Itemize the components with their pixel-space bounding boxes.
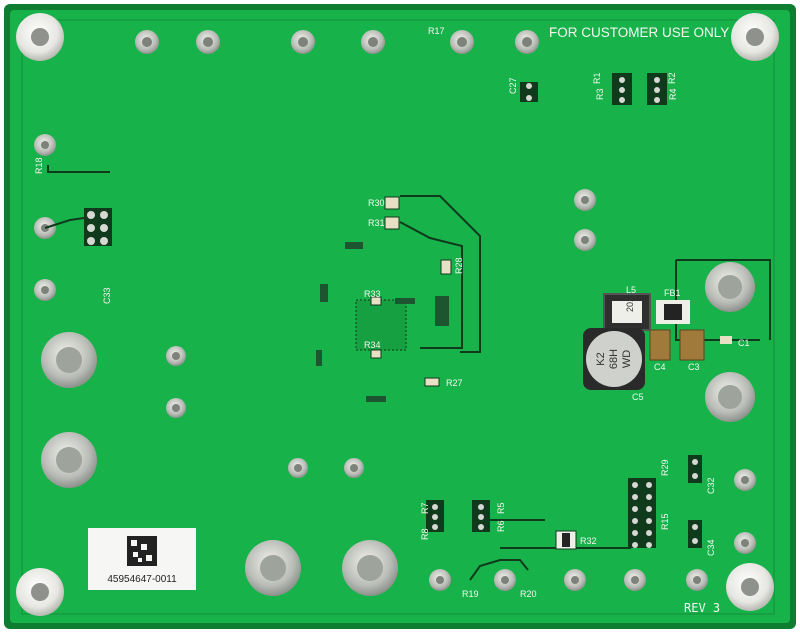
label-r31: R31 [368, 218, 385, 228]
serial-label-sticker: 45954647-0011 [88, 528, 196, 590]
label-c33: C33 [102, 287, 112, 304]
inductor-marking: K2 68H WD [595, 349, 633, 369]
label-r34: R34 [364, 340, 381, 350]
serial-label-text: 45954647-0011 [107, 574, 177, 585]
standoff-bottom-right [726, 563, 774, 611]
label-r27: R27 [446, 378, 463, 388]
standoff-bottom-left [16, 568, 64, 616]
bottom-mid-parts [426, 500, 577, 550]
header-right-column [628, 455, 702, 548]
label-c27: C27 [508, 77, 518, 94]
label-c3: C3 [688, 362, 700, 372]
svg-text:68H: 68H [608, 349, 620, 369]
header-text: FOR CUSTOMER USE ONLY [549, 25, 729, 40]
label-c5: C5 [632, 392, 644, 402]
standoff-top-left [16, 13, 64, 61]
label-r4: R4 [668, 88, 678, 100]
label-r17: R17 [428, 26, 445, 36]
label-r1: R1 [592, 72, 602, 84]
header-3x2-left [84, 208, 112, 246]
label-l5: L5 [626, 285, 636, 295]
label-r3: R3 [595, 88, 605, 100]
label-r2: R2 [667, 72, 677, 84]
svg-text:K2: K2 [595, 352, 607, 365]
board-inner-outline [21, 19, 775, 615]
label-r20: R20 [520, 589, 537, 599]
label-c32: C32 [706, 477, 716, 494]
label-r28: R28 [454, 257, 464, 274]
standoff-top-right [731, 13, 779, 61]
label-r18: R18 [34, 157, 44, 174]
label-c4: C4 [654, 362, 666, 372]
right-test-points [574, 189, 756, 554]
label-fb1: FB1 [664, 288, 681, 298]
label-r8: R8 [420, 528, 430, 540]
label-r32: R32 [580, 536, 597, 546]
label-r30: R30 [368, 198, 385, 208]
bottom-large-pads [245, 540, 398, 596]
label-r6: R6 [496, 520, 506, 532]
label-c1: C1 [738, 338, 750, 348]
power-stage [583, 293, 732, 390]
right-large-pads [705, 262, 755, 422]
test-point-row-bottom [429, 569, 708, 591]
svg-text:WD: WD [621, 350, 633, 368]
label-r7: R7 [420, 502, 430, 514]
test-point-row-top [135, 30, 539, 54]
top-right-small-parts [520, 73, 667, 105]
label-r29: R29 [660, 459, 670, 476]
reference-designators: R17 C27 R1 R3 R2 R4 R18 C33 R30 R31 R28 … [34, 26, 750, 599]
label-r19: R19 [462, 589, 479, 599]
label-r15: R15 [660, 513, 670, 530]
ic-cluster-center [316, 196, 452, 402]
label-r33: R33 [364, 289, 381, 299]
mid-left-pads [166, 346, 364, 478]
fb-marking: 201 [625, 297, 635, 312]
left-large-pads [41, 332, 97, 488]
label-r5: R5 [496, 502, 506, 514]
label-c34: C34 [706, 539, 716, 556]
revision-text: REV 3 [684, 601, 720, 615]
